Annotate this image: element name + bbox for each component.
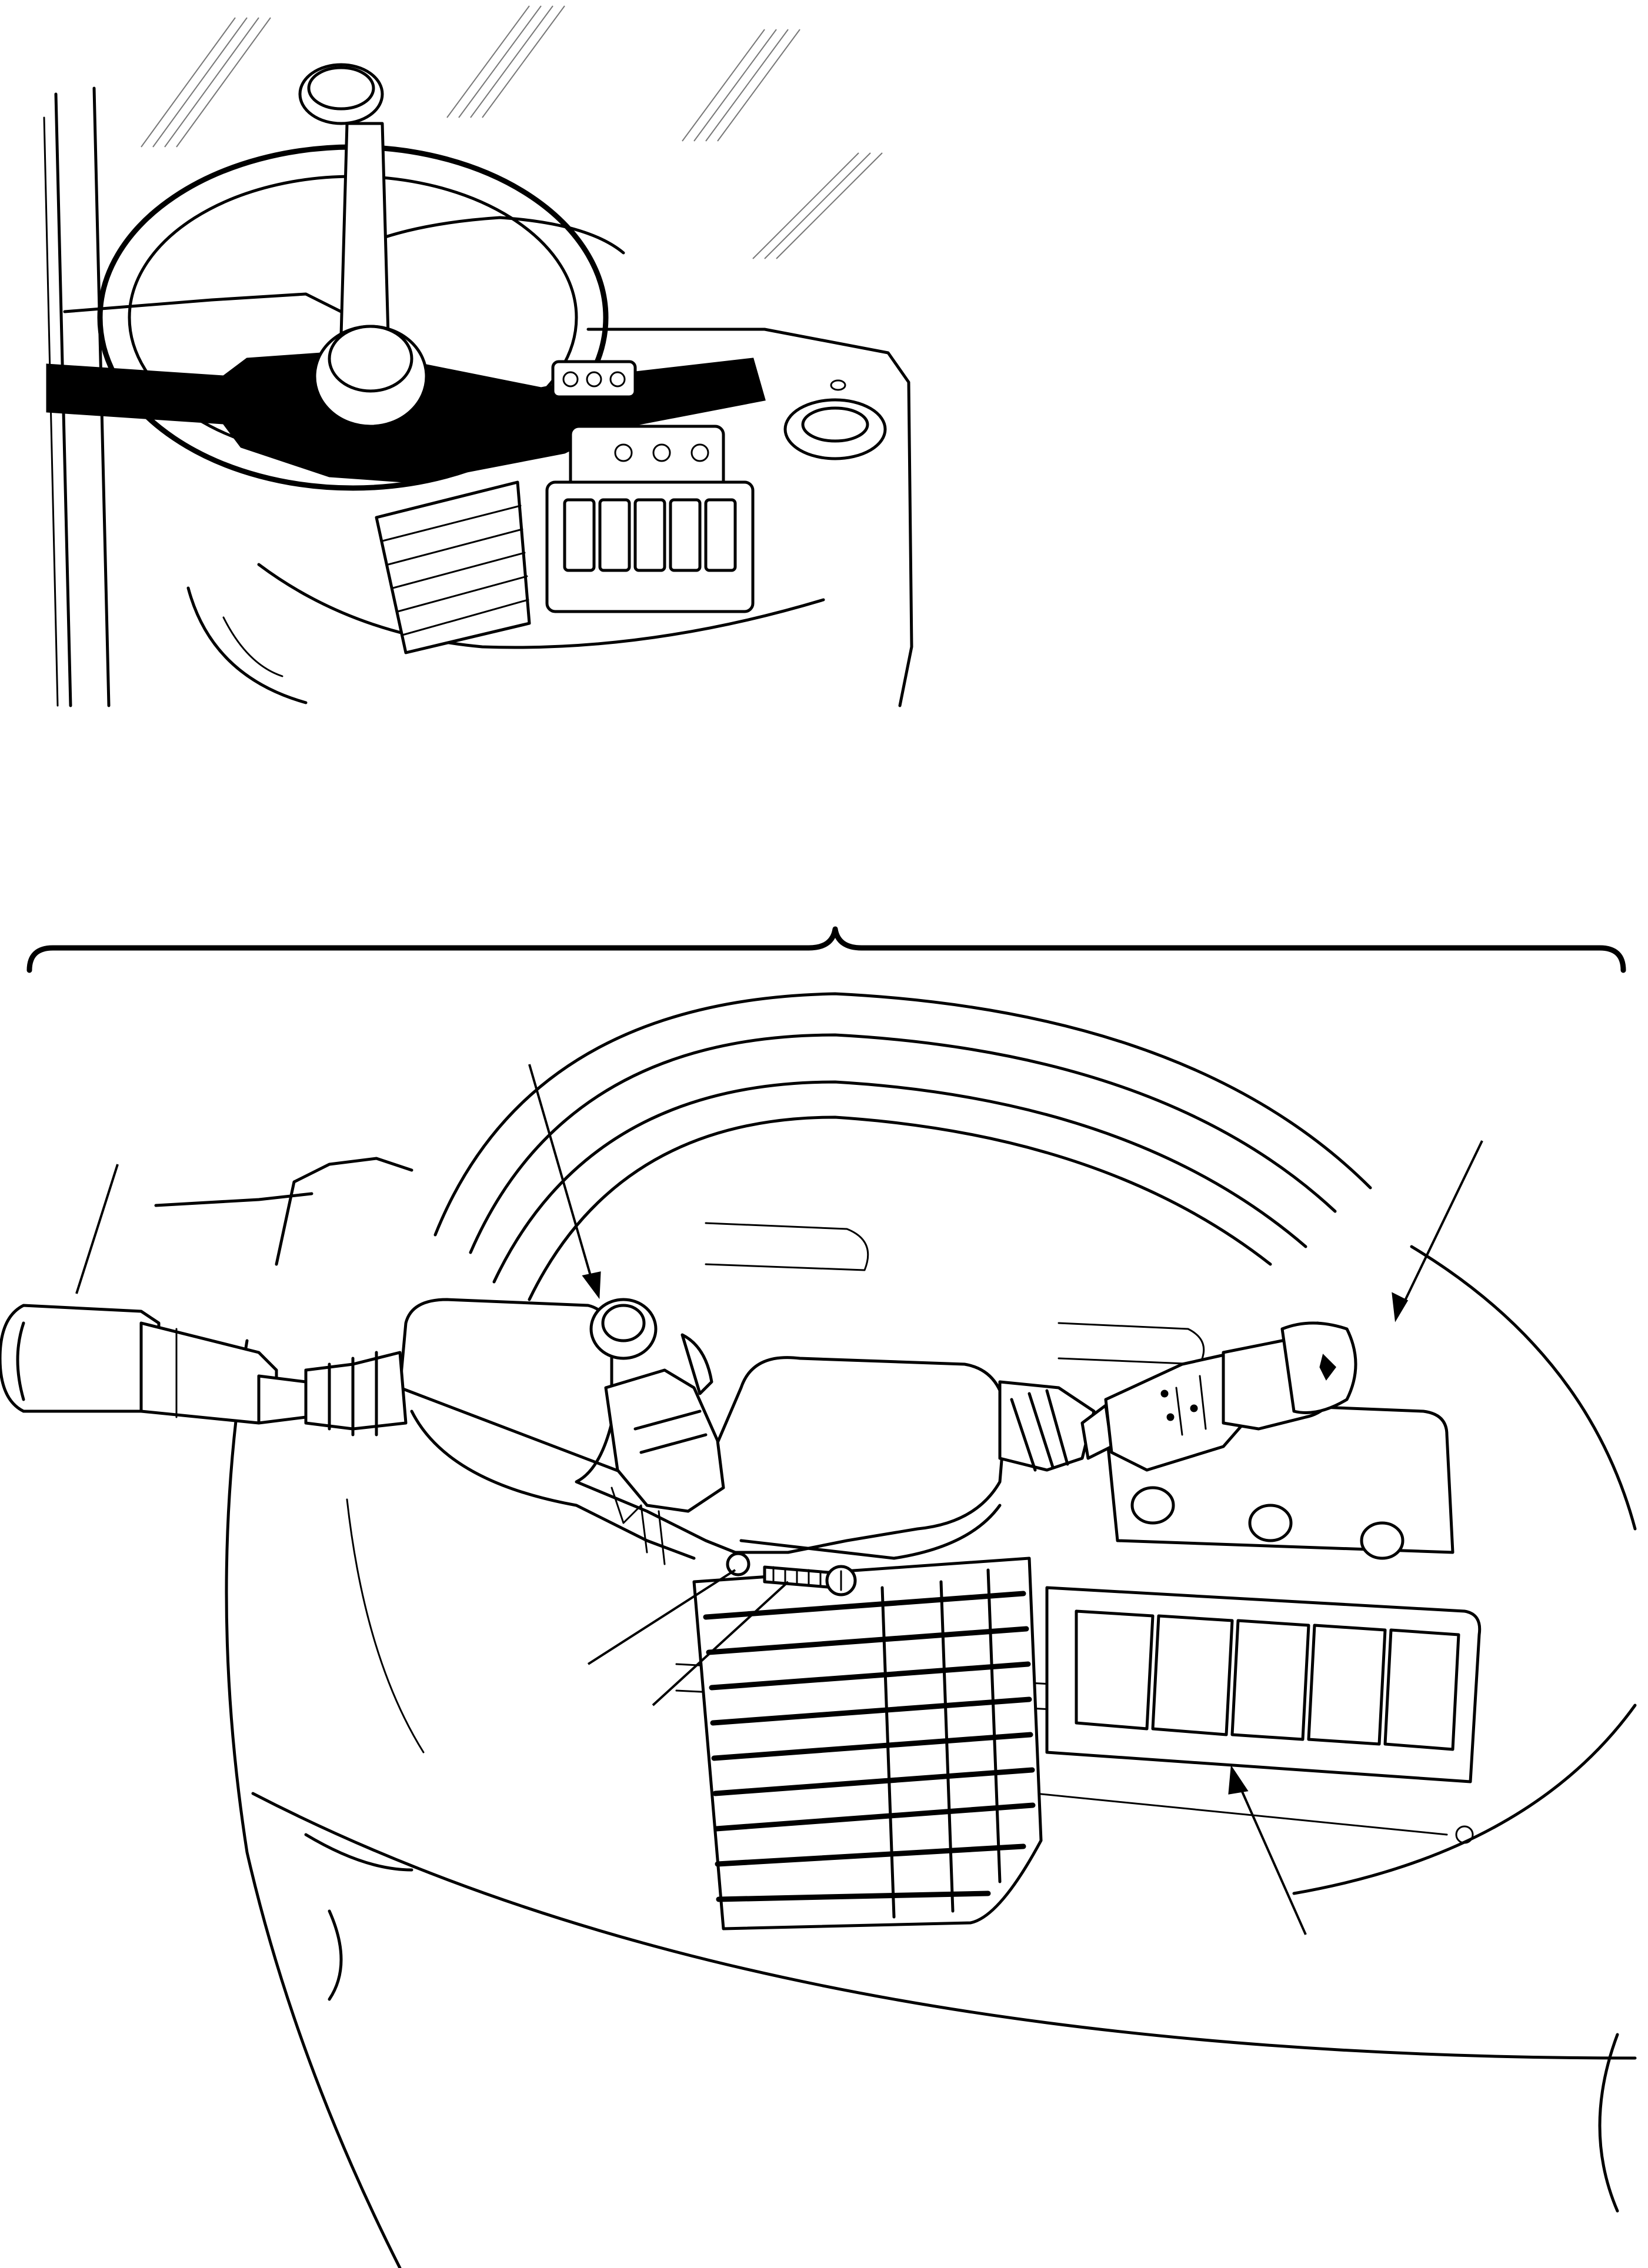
leader-lines <box>75 1064 1483 1935</box>
rocker-switch-panel <box>545 480 755 613</box>
column-boot <box>375 480 531 654</box>
center-control-knob <box>589 1298 725 1513</box>
indicator-panel <box>551 360 725 493</box>
switch-assembly-detail-view <box>0 992 1637 2268</box>
steering-wheel-rim <box>433 992 1372 1301</box>
mounting-screw <box>726 1552 857 1596</box>
detail-brace <box>26 926 1626 973</box>
dashboard-body <box>154 1157 1637 2268</box>
push-button <box>783 379 887 460</box>
dashboard <box>63 216 913 707</box>
right-stalk <box>998 1321 1357 1472</box>
multifunction-switch-body <box>398 1298 1008 1565</box>
left-stalk <box>0 1304 408 1437</box>
rocker-switch-panel-detail <box>1034 1586 1482 1844</box>
cab-overview-view <box>43 5 913 707</box>
window-glare-hatching <box>141 5 883 259</box>
column-rubber-boot <box>692 1556 1043 1930</box>
